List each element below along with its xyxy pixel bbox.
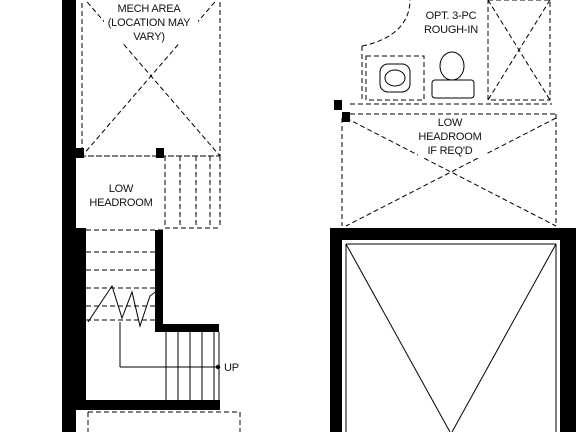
stair-break-line [87, 284, 159, 328]
low-headroom-right-label-line-3: IF REQ'D [427, 145, 472, 157]
stair-direction-dot [215, 364, 221, 370]
garage-top-wall [330, 228, 576, 240]
low-headroom-right-diagonal-2 [345, 117, 557, 227]
opt-3pc-label-line-1: OPT. 3-PC [426, 10, 477, 22]
mech-area: MECH AREA (LOCATION MAY VARY) [81, 0, 221, 157]
wall-post-small-4 [342, 112, 350, 122]
bathroom-sink [379, 63, 411, 93]
garage-left-wall [330, 228, 342, 432]
garage-diagonal-right [451, 243, 557, 432]
bathroom-door-swing [361, 0, 411, 47]
wall-post-small-3 [334, 100, 342, 110]
stair-wall-horizontal [155, 324, 219, 332]
low-headroom-left-area: LOW HEADROOM [80, 155, 220, 231]
garage-diagonal-left [345, 243, 451, 432]
mech-area-label-line-3: VARY) [133, 31, 165, 43]
bathroom-shower-diagonal-2 [487, 0, 551, 101]
garage-right-wall [560, 240, 576, 432]
low-headroom-right-diagonal-1 [345, 117, 557, 227]
stairs-upper-dashed [165, 156, 221, 229]
mech-area-label-line-1: MECH AREA [118, 3, 182, 15]
low-headroom-left-label-line-1: LOW [109, 183, 134, 195]
walls [62, 0, 576, 432]
bathroom-sink-bowl [384, 69, 406, 87]
bottom-left-wall [76, 400, 220, 410]
opt-3pc-label-bg [420, 6, 482, 38]
low-headroom-right-label-line-1: LOW [438, 117, 463, 129]
left-exterior-wall [62, 0, 76, 432]
mech-area-outline [81, 0, 221, 157]
low-headroom-left-label-line-2: HEADROOM [89, 197, 152, 209]
mech-area-label-line-2: (LOCATION MAY [108, 17, 191, 29]
bathroom-toilet-bowl [439, 51, 465, 81]
opt-3pc-label-line-2: ROUGH-IN [424, 24, 478, 36]
stair-wall-vertical [155, 230, 163, 332]
optional-bathroom: OPT. 3-PC ROUGH-IN [350, 0, 552, 105]
bathroom-toilet-tank [431, 79, 475, 99]
wall-post-small-1 [156, 148, 164, 158]
wall-post-small-2 [76, 148, 84, 158]
mech-area-label-bg [104, 2, 198, 44]
low-headroom-right-label-bg [418, 116, 486, 158]
bathroom-vanity [365, 55, 425, 101]
bathroom-shower [487, 0, 551, 101]
left-inner-wall-stub [76, 228, 86, 404]
garage-area [345, 243, 557, 432]
stairs-lower: UP [86, 251, 239, 400]
low-headroom-right-label-line-2: HEADROOM [418, 131, 481, 143]
bottom-left-stub [87, 411, 241, 432]
stair-up-label: UP [224, 362, 239, 374]
low-headroom-right-area: LOW HEADROOM IF REQ'D [341, 113, 557, 227]
